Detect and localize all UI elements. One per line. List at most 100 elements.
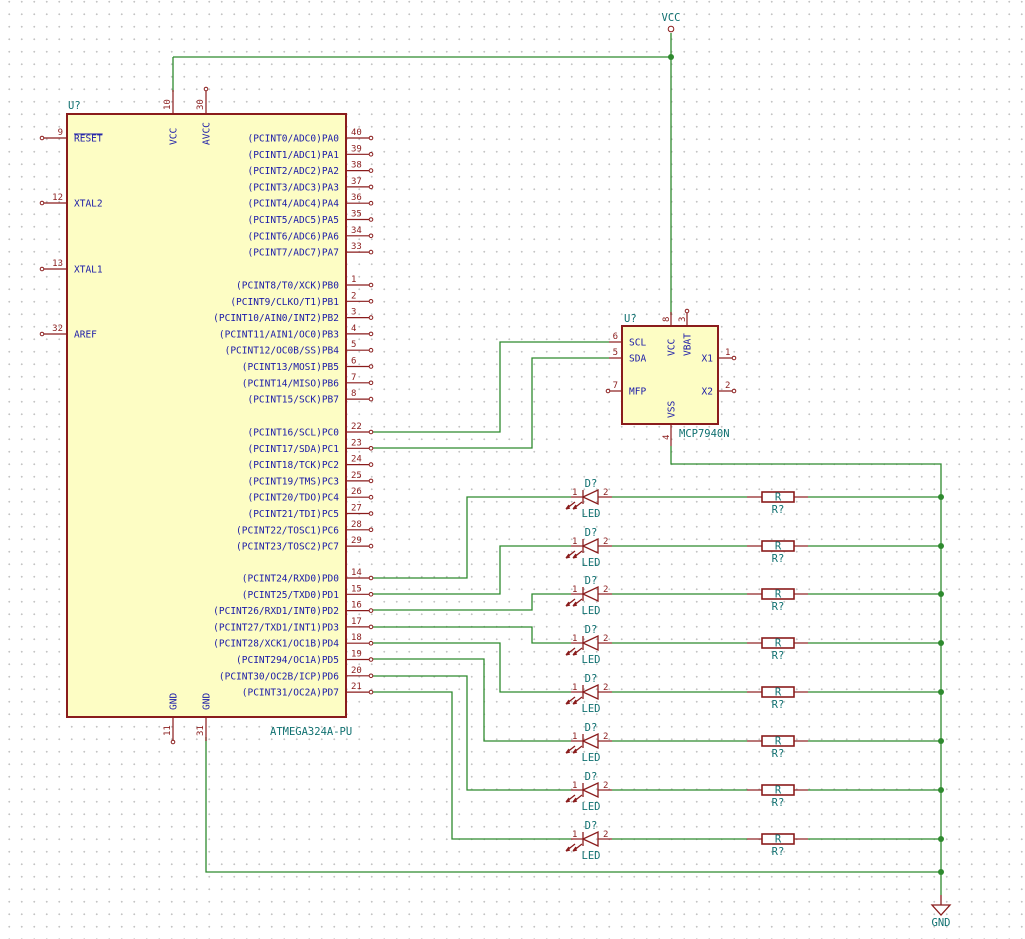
led-ref: D?: [585, 478, 598, 490]
mcu-pin-18[interactable]: 18(PCINT28/XCK1/OC1B)PD4: [213, 633, 374, 650]
mcu-pin-3[interactable]: 3(PCINT10/AIN0/INT2)PB2: [213, 308, 374, 325]
mcu-pin-21[interactable]: 21(PCINT31/OC2A)PD7: [242, 682, 374, 699]
mcu-pin-37[interactable]: 37(PCINT3/ADC3)PA3: [247, 177, 374, 194]
resistor-6[interactable]: RR?: [747, 735, 808, 761]
mcu-pin-2[interactable]: 2(PCINT9/CLKO/T1)PB1: [230, 291, 374, 308]
resistor-ref: R?: [772, 504, 785, 516]
mcu-pin-25[interactable]: 25(PCINT19/TMS)PC3: [247, 471, 374, 488]
rtc-mcp7940n[interactable]: U? MCP7940N 6SCL5SDA7MFP1X12X28VCC3VBAT4…: [605, 308, 737, 446]
mcu-pin-7[interactable]: 7(PCINT14/MISO)PB6: [242, 373, 374, 390]
led-pin-cathode: 2: [603, 585, 608, 595]
mcu-pin-35[interactable]: 35(PCINT5/ADC5)PA5: [247, 210, 374, 227]
resistor-5[interactable]: RR?: [747, 686, 808, 712]
pin-name: (PCINT4/ADC4)PA4: [247, 199, 339, 210]
diode-triangle: [581, 732, 599, 750]
mcu-pin-27[interactable]: 27(PCINT21/TDI)PC5: [247, 504, 374, 521]
pin-number: 26: [351, 487, 362, 497]
resistor-8[interactable]: RR?: [747, 833, 808, 859]
light-arrow-icon: [572, 550, 583, 559]
mcu-pin-38[interactable]: 38(PCINT2/ADC2)PA2: [247, 161, 374, 178]
mcu-body: [66, 113, 347, 718]
light-arrow-icon: [572, 647, 583, 656]
light-arrow-icon: [572, 598, 583, 607]
gnd-symbol[interactable]: GND: [930, 895, 952, 929]
mcu-pin-22[interactable]: 22(PCINT16/SCL)PC0: [247, 422, 374, 439]
mcu-pin-39[interactable]: 39(PCINT1/ADC1)PA1: [247, 144, 374, 161]
mcu-pin-14[interactable]: 14(PCINT24/RXD0)PD0: [242, 568, 374, 585]
pin-name: XTAL1: [74, 265, 103, 276]
pin-number: 34: [351, 226, 362, 236]
vcc-symbol[interactable]: VCC: [662, 12, 681, 33]
mcu-pin-36[interactable]: 36(PCINT4/ADC4)PA4: [247, 193, 374, 210]
led-pin-cathode: 2: [603, 781, 608, 791]
mcu-pin-19[interactable]: 19(PCINT294/OC1A)PD5: [236, 650, 374, 667]
mcu-atmega324a[interactable]: U? ATMEGA324A-PU 9RESET12XTAL213XTAL132A…: [39, 86, 374, 745]
junctions: [668, 54, 944, 875]
mcu-pin-34[interactable]: 34 (PCINT6/ADC6)PA6: [247, 226, 374, 243]
led-pin-cathode: 2: [603, 537, 608, 547]
resistor-3[interactable]: RR?: [747, 588, 808, 614]
mcu-pin-4[interactable]: 4(PCINT11/AIN1/OC0)PB3: [219, 324, 374, 341]
resistor-2[interactable]: RR?: [747, 540, 808, 566]
led-value: LED: [582, 801, 601, 813]
rtc-pin-x2[interactable]: 2X2: [702, 381, 737, 398]
rtc-pin-x1[interactable]: 1X1: [702, 348, 737, 365]
resistor-4[interactable]: RR?: [747, 637, 808, 663]
mcu-pin-17[interactable]: 17(PCINT27/TXD1/INT1)PD3: [213, 617, 374, 634]
pin-name: GND: [169, 693, 180, 710]
pin-number: 13: [52, 259, 63, 269]
pin-number: 14: [351, 568, 362, 578]
pin-number: 5: [351, 340, 356, 350]
mcu-pin-40[interactable]: 40(PCINT0/ADC0)PA0: [247, 128, 374, 145]
led-value: LED: [582, 850, 601, 862]
mcu-pin-23[interactable]: 23(PCINT17/SDA)PC1: [247, 438, 374, 455]
mcu-pin-16[interactable]: 16(PCINT26/RXD1/INT0)PD2: [213, 601, 374, 618]
pin-name: (PCINT16/SCL)PC0: [247, 428, 339, 439]
pin-number: 40: [351, 128, 362, 138]
mcu-pin-5[interactable]: 5(PCINT12/OC0B/SS)PB4: [225, 340, 374, 357]
resistor-1[interactable]: RR?: [747, 491, 808, 517]
pin-name: (PCINT28/XCK1/OC1B)PD4: [213, 639, 339, 650]
pin-number: 10: [163, 99, 173, 110]
resistor-7[interactable]: RR?: [747, 784, 808, 810]
pin-name: (PCINT6/ADC6)PA6: [247, 231, 339, 242]
mcu-pin-20[interactable]: 20(PCINT30/OC2B/ICP)PD6: [219, 666, 374, 683]
mcu-pin-24[interactable]: 24(PCINT18/TCK)PC2: [247, 455, 374, 472]
diode-triangle: [581, 585, 599, 603]
pin-name: (PCINT20/TDO)PC4: [247, 493, 339, 504]
mcu-pin-6[interactable]: 6(PCINT13/MOSI)PB5: [242, 357, 374, 374]
mcu-pin-15[interactable]: 15(PCINT25/TXD0)PD1: [242, 584, 374, 601]
mcu-pin-26[interactable]: 26 (PCINT20/TDO)PC4: [247, 487, 374, 504]
mcu-pin-8[interactable]: 8(PCINT15/SCK)PB7: [247, 389, 374, 406]
mcu-pin-28[interactable]: 28(PCINT22/TOSC1)PC6: [236, 520, 374, 537]
mcu-pin-29[interactable]: 29(PCINT23/TOSC2)PC7: [236, 536, 374, 553]
diode-triangle: [581, 830, 599, 848]
pin-name: VCC: [667, 339, 678, 356]
led-value: LED: [582, 508, 601, 520]
light-arrow-icon: [565, 647, 576, 656]
mcu-pin-1[interactable]: 1(PCINT8/T0/XCK)PB0: [236, 275, 374, 292]
mcu-pin-33[interactable]: 33(PCINT7/ADC7)PA7: [247, 242, 374, 259]
